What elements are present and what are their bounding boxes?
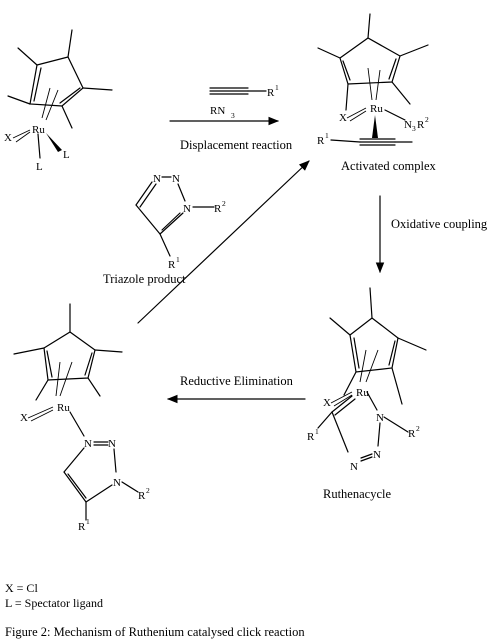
activated-complex-structure: Ru X N 3 R 2 R 1 bbox=[317, 13, 429, 147]
n3-group: N bbox=[404, 119, 412, 131]
svg-text:3: 3 bbox=[412, 124, 416, 133]
svg-text:N: N bbox=[376, 412, 384, 424]
svg-text:1: 1 bbox=[86, 517, 90, 526]
triazole-product-label: Triazole product bbox=[103, 272, 186, 286]
reductive-elimination-label: Reductive Elimination bbox=[180, 374, 294, 388]
x-atom: X bbox=[339, 112, 347, 124]
ru-atom: Ru bbox=[356, 387, 369, 399]
ru-atom: Ru bbox=[32, 124, 45, 136]
legend-x: X = Cl bbox=[5, 581, 38, 595]
svg-text:N: N bbox=[373, 449, 381, 461]
svg-text:N: N bbox=[183, 203, 191, 215]
svg-text:1: 1 bbox=[325, 131, 329, 140]
displacement-label: Displacement reaction bbox=[180, 138, 293, 152]
svg-text:N: N bbox=[350, 461, 358, 473]
svg-text:3: 3 bbox=[231, 111, 235, 120]
x-atom: X bbox=[4, 132, 12, 144]
svg-text:2: 2 bbox=[425, 115, 429, 124]
activated-complex-label: Activated complex bbox=[341, 159, 437, 173]
ru-atom: Ru bbox=[57, 402, 70, 414]
alkyne-reagent: R 1 bbox=[209, 83, 279, 99]
legend-l: L = Spectator ligand bbox=[5, 596, 103, 610]
svg-text:2: 2 bbox=[146, 486, 150, 495]
triazole-product-structure: N N N R 2 R 1 bbox=[135, 173, 226, 271]
catalyst-structure: Ru X L L bbox=[4, 29, 113, 173]
ruthenacycle-structure: Ru X N R 2 N N R 1 bbox=[307, 287, 427, 473]
svg-text:R: R bbox=[267, 87, 275, 99]
product-complex-structure: Ru X N N N R 2 R 1 bbox=[13, 303, 150, 533]
svg-text:N: N bbox=[108, 438, 116, 450]
svg-text:N: N bbox=[172, 173, 180, 185]
svg-text:2: 2 bbox=[222, 199, 226, 208]
svg-text:R: R bbox=[214, 203, 222, 215]
svg-text:1: 1 bbox=[176, 255, 180, 264]
ru-atom: Ru bbox=[370, 103, 383, 115]
svg-text:1: 1 bbox=[275, 83, 279, 92]
x-atom: X bbox=[20, 412, 28, 424]
svg-text:N: N bbox=[153, 173, 161, 185]
svg-text:N: N bbox=[113, 477, 121, 489]
l-atom-1: L bbox=[36, 161, 43, 173]
svg-text:R: R bbox=[408, 428, 416, 440]
oxidative-coupling-label: Oxidative coupling bbox=[391, 217, 488, 231]
svg-text:R: R bbox=[168, 259, 176, 271]
svg-text:R: R bbox=[417, 119, 425, 131]
svg-text:R: R bbox=[138, 490, 146, 502]
azide-reagent: RN 3 bbox=[210, 105, 235, 120]
svg-text:N: N bbox=[84, 438, 92, 450]
svg-text:RN: RN bbox=[210, 105, 225, 117]
r1-alkyne: R bbox=[317, 135, 325, 147]
svg-text:1: 1 bbox=[315, 427, 319, 436]
svg-text:2: 2 bbox=[416, 424, 420, 433]
ruthenacycle-label: Ruthenacycle bbox=[323, 487, 391, 501]
svg-text:R: R bbox=[307, 431, 315, 443]
figure-caption: Figure 2: Mechanism of Ruthenium catalys… bbox=[5, 625, 305, 639]
svg-text:R: R bbox=[78, 521, 86, 533]
x-atom: X bbox=[323, 397, 331, 409]
l-atom-2: L bbox=[63, 149, 70, 161]
regeneration-arrow bbox=[137, 160, 310, 324]
